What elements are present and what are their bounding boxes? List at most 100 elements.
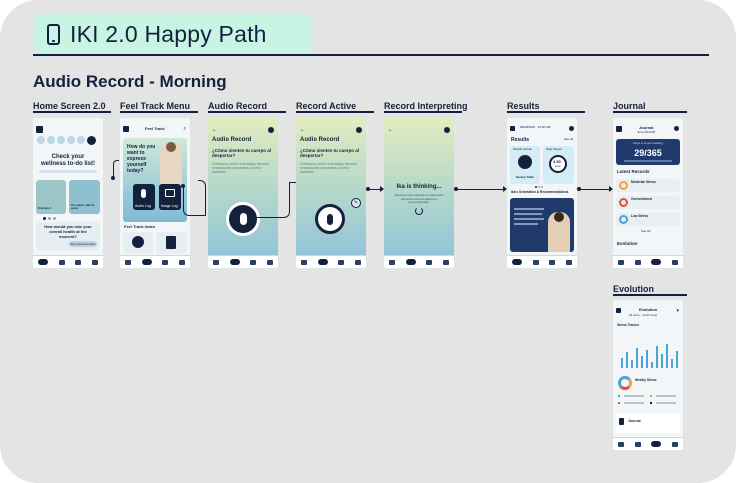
flow-dot-4 — [366, 187, 370, 191]
feel-index-card-1[interactable] — [123, 232, 153, 254]
thinking-title: Ika is thinking... — [396, 184, 442, 190]
screen-home[interactable]: Check your wellness to-do list! Energía … — [33, 118, 103, 268]
results-section-title: Ika's Orientation & Recommendations — [511, 190, 569, 194]
flow-connector-1 — [113, 160, 119, 178]
streak-card: Days in a row tracking 29/365 — [616, 139, 680, 165]
title-divider — [33, 54, 709, 56]
music-icon[interactable]: ♪ — [183, 126, 186, 132]
info-icon[interactable] — [268, 127, 274, 133]
interp-navbar[interactable] — [384, 255, 454, 268]
image-icon — [165, 189, 175, 197]
profile-icon[interactable] — [123, 126, 129, 132]
screen-results[interactable]: 09/08/2025 · 10:00 AM Results See all Es… — [507, 118, 577, 268]
results-heading: Results — [511, 137, 530, 143]
audio-log-button[interactable]: Audio Log — [133, 184, 155, 210]
home-navbar[interactable] — [33, 255, 103, 268]
screen-record-interpreting[interactable]: ← Ika is thinking... Estamos interpretan… — [384, 118, 454, 268]
flow-connector-2b — [198, 180, 206, 216]
feel-index-title: Feel Track Index — [124, 224, 156, 229]
section-title: Audio Record - Morning — [33, 72, 227, 91]
home-card-left[interactable]: Energía 1 — [36, 180, 66, 214]
result-card-stress[interactable]: Daily Stress 3.50 Low — [543, 146, 574, 184]
results-see-all[interactable]: See all — [563, 137, 573, 141]
flow-arrow-6 — [609, 186, 613, 192]
mic-icon — [327, 213, 333, 225]
active-hint: Cuéntanos sobre tu energía, tensión, sen… — [300, 162, 358, 175]
screen-evolution[interactable]: Evolution 03 June - 14 23 June ▾ Stress … — [613, 300, 683, 450]
profile-icon[interactable] — [36, 126, 43, 133]
weekly-stress-donut — [618, 376, 632, 390]
screen-journal[interactable]: Journal June 08 2025 Days in a row track… — [613, 118, 683, 268]
flow-connector-5 — [457, 189, 503, 190]
active-navbar[interactable] — [296, 255, 366, 268]
feel-index-card-2[interactable] — [156, 232, 187, 254]
flow-dot-1 — [111, 176, 115, 180]
stress-tracker-chart — [621, 336, 678, 368]
feel-title: Feel Track — [145, 126, 165, 131]
latest-records-title: Latest Records — [617, 169, 650, 174]
audio-navbar[interactable] — [208, 255, 278, 268]
journal-date: June 08 2025 — [637, 130, 656, 134]
flow-connector-6 — [580, 189, 609, 190]
screen-audio-record[interactable]: ← Audio Record ¿Cómo sientes tu cuerpo a… — [208, 118, 278, 268]
evolution-journal-card[interactable]: Journal — [616, 413, 680, 433]
evolution-title: Evolution — [639, 307, 658, 312]
recommendation-card — [510, 198, 574, 252]
frame-label-results: Results — [507, 101, 540, 111]
info-icon[interactable] — [569, 126, 574, 131]
board-title: IKI 2.0 Happy Path — [70, 20, 267, 47]
evolution-range: 03 June - 14 23 June — [629, 313, 658, 317]
result-card-state[interactable]: Estado Actual Serene State — [510, 146, 540, 184]
active-question: ¿Cómo sientes tu cuerpo al despertar? — [300, 148, 360, 159]
audio-title: Audio Record — [212, 137, 252, 143]
flow-connector-2 — [183, 186, 205, 216]
journal-icon — [619, 418, 624, 425]
flow-arrow-4 — [380, 186, 384, 192]
stress-tracker-title: Stress Tracker — [617, 323, 639, 327]
info-icon[interactable] — [674, 126, 679, 131]
edit-icon[interactable]: ✎ — [351, 198, 361, 208]
frame-label-home: Home Screen 2.0 — [33, 101, 106, 111]
results-date: 09/08/2025 · 10:00 AM — [520, 125, 551, 129]
info-icon[interactable] — [356, 127, 362, 133]
frame-bar-results — [507, 111, 585, 113]
home-card-right[interactable]: Tu sueño vale la pena — [69, 180, 100, 214]
spinner-icon — [415, 207, 423, 215]
frame-label-active: Record Active — [296, 101, 357, 111]
info-icon[interactable] — [444, 127, 450, 133]
frame-bar-active — [296, 111, 374, 113]
profile-icon[interactable] — [616, 126, 622, 132]
results-navbar[interactable] — [507, 255, 577, 268]
flow-connector-3b — [289, 182, 296, 183]
filter-icon[interactable]: ▾ — [676, 308, 679, 314]
back-arrow-icon[interactable]: ← — [212, 127, 218, 133]
frame-bar-journal — [613, 111, 687, 113]
frame-bar-feel — [120, 111, 198, 113]
back-arrow-icon[interactable]: ← — [388, 127, 394, 133]
record-row-2[interactable]: Overwhelmed — [616, 196, 680, 209]
thinking-subtext: Estamos interpretando tu audio para ofre… — [394, 193, 444, 205]
journal-title: Journal — [639, 125, 654, 130]
record-row-1[interactable]: Moderate Stress — [616, 179, 680, 192]
frame-bar-home — [33, 111, 111, 113]
back-arrow-icon[interactable]: ← — [300, 127, 306, 133]
journal-see-all[interactable]: See All — [641, 229, 651, 233]
home-todo-heading: Check your wellness to-do list! — [41, 154, 96, 168]
audio-question: ¿Cómo sientes tu cuerpo al despertar? — [212, 148, 272, 159]
frame-label-evolution: Evolution — [613, 284, 654, 294]
start-questionnaire-button[interactable]: Start questionnaire — [69, 241, 97, 247]
record-row-3[interactable]: Low Stress — [616, 213, 680, 226]
close-icon[interactable] — [616, 308, 621, 313]
weekly-stress-title: Weekly Stress — [635, 378, 657, 382]
image-log-button[interactable]: Image Log — [159, 184, 181, 210]
frame-bar-audio — [208, 111, 286, 113]
screen-feel-track[interactable]: Feel Track ♪ How do you want to express … — [120, 118, 190, 268]
feel-navbar[interactable] — [120, 255, 190, 268]
screen-record-active[interactable]: ← Audio Record ¿Cómo sientes tu cuerpo a… — [296, 118, 366, 268]
recording-indicator[interactable] — [315, 204, 345, 234]
close-icon[interactable] — [510, 126, 515, 131]
board-title-pill: IKI 2.0 Happy Path — [33, 14, 312, 54]
journal-navbar[interactable] — [613, 255, 683, 268]
evolution-navbar[interactable] — [613, 437, 683, 450]
mic-icon — [141, 189, 146, 198]
